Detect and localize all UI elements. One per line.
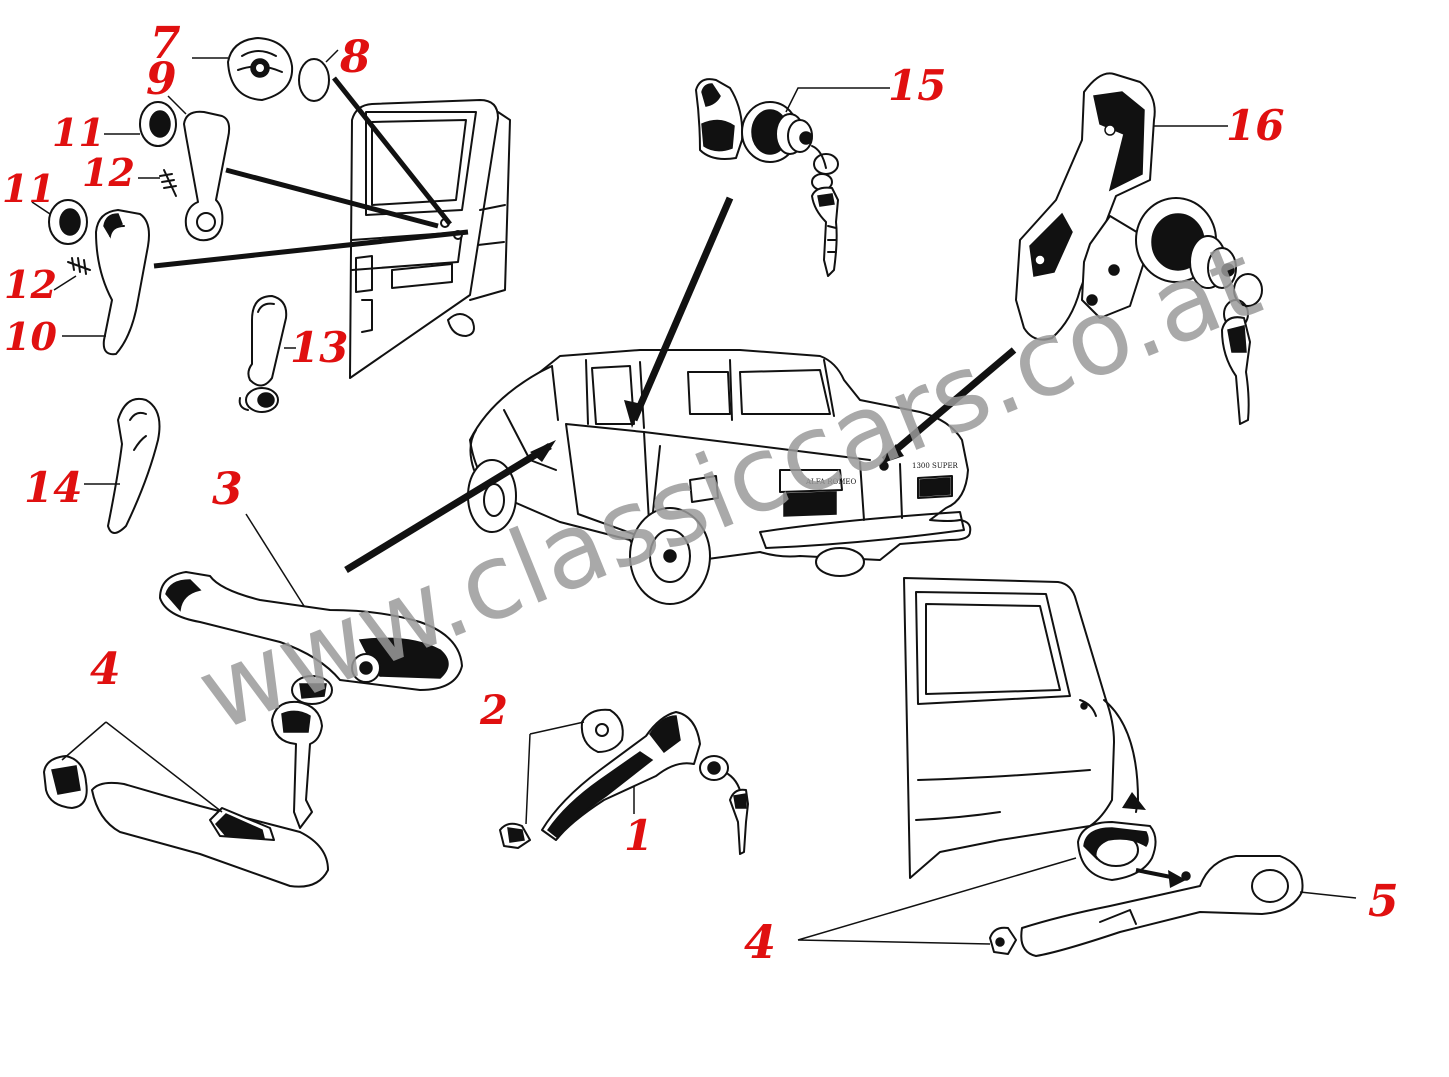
part-3-outer-door-handle: [159, 513, 463, 829]
label-5: 5: [1368, 876, 1399, 927]
watermark-text: www.classiccars.co.at: [182, 219, 1276, 756]
leader-bars-door: [153, 76, 469, 269]
part-11-escutcheon-upper: [104, 101, 177, 147]
part-4-handle-gaskets-left: [43, 721, 329, 888]
part-14-pull-handle: [84, 398, 161, 534]
part-7-regulator-knob: [192, 37, 294, 101]
part-9-window-crank: [167, 95, 231, 242]
label-13: 13: [290, 323, 348, 372]
part-12-spring-upper: [138, 169, 177, 197]
label-9: 9: [146, 54, 177, 105]
label-2: 2: [479, 687, 508, 734]
label-8: 8: [339, 32, 371, 83]
label-15: 15: [888, 61, 946, 110]
part-11-escutcheon-lower: [31, 199, 88, 245]
part-10-inner-door-lever: [62, 209, 150, 356]
label-10: 10: [4, 314, 57, 359]
part-number-labels: 7 8 9 11 12 11 12 10 13 14 3 15 16 4 2 1…: [2, 18, 1399, 969]
label-12-lower: 12: [4, 262, 57, 307]
car-badge-right: 1300 SUPER: [912, 462, 959, 470]
label-4-right: 4: [744, 915, 776, 969]
label-7: 7: [150, 18, 181, 69]
part-12-spring-lower: [53, 257, 91, 291]
part-16-trunk-lock: [1015, 72, 1263, 425]
leader-arrows-car: [344, 196, 1017, 573]
label-4-left: 4: [90, 644, 121, 695]
label-11-upper: 11: [52, 110, 105, 155]
part-13-window-winder: [238, 295, 296, 413]
door-outer-view: [903, 577, 1146, 879]
label-1: 1: [624, 811, 653, 860]
label-12-upper: 12: [82, 150, 135, 195]
door-interior-view: [349, 99, 511, 379]
part-15-lock-cylinder: [695, 78, 890, 277]
part-4-5-handle-right: [797, 821, 1357, 957]
label-11-lower: 11: [2, 166, 55, 211]
part-1-2-handle-assembly: [499, 708, 749, 855]
car-badge-left: ALFA ROMEO: [805, 478, 857, 486]
label-16: 16: [1226, 101, 1284, 150]
label-14: 14: [24, 463, 82, 512]
label-3: 3: [212, 464, 243, 515]
part-8-washer: [298, 49, 339, 102]
